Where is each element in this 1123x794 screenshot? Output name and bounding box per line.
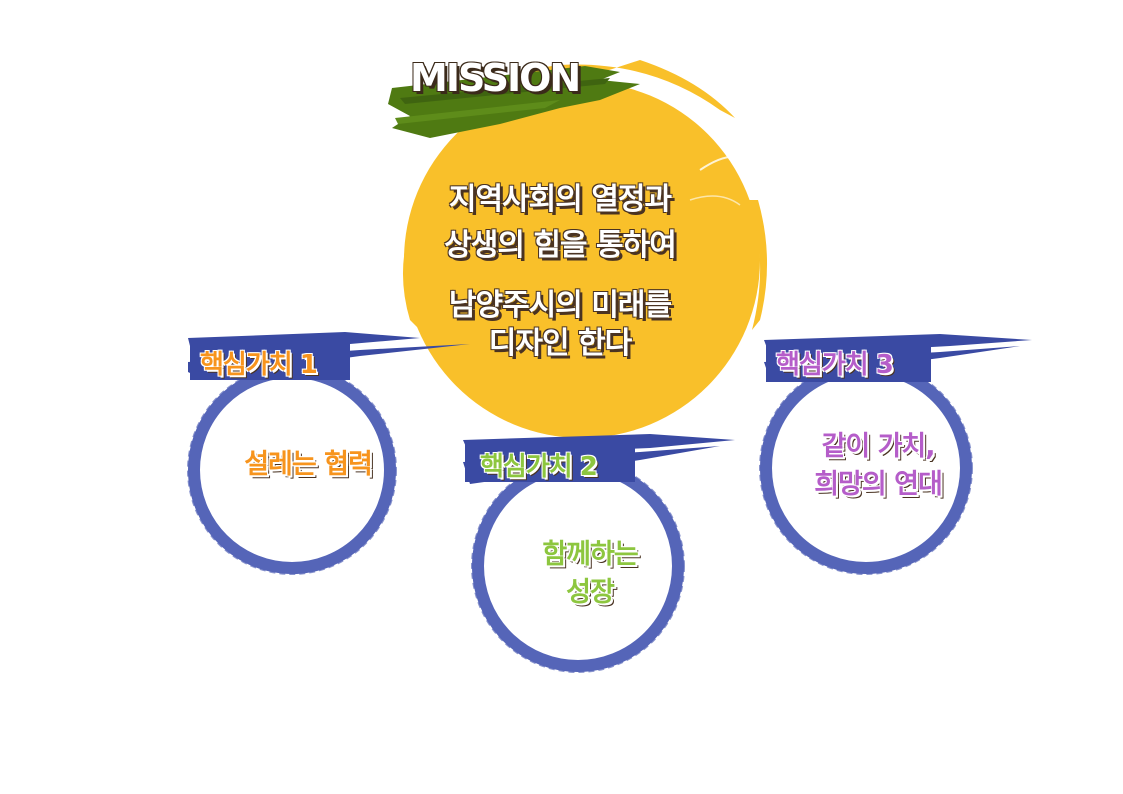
core-value-title-1: 핵심가치 1 [200,350,318,380]
core-value-ring-3 [759,334,1032,575]
mission-title: MISSION [410,56,581,100]
mission-line-1: 지역사회의 열정과 [448,182,672,217]
core-value-text-3: 같이 가치, 희망의 연대 [814,431,943,500]
core-value-title-3: 핵심가치 3 [776,350,894,380]
core-value-ring-1 [187,332,470,575]
mission-banner [388,66,640,138]
core-value-text-1: 설레는 협력 [244,449,373,480]
mission-line-2: 상생의 힘을 통하여 [444,228,677,263]
core-value-title-2: 핵심가치 2 [480,452,598,482]
mission-circle [402,60,768,438]
core-value-ring-2 [463,434,735,673]
core-value-text-2: 함께하는 성장 [542,539,638,608]
mission-line-3: 남양주시의 미래를 [448,288,672,323]
mission-line-4: 디자인 한다 [488,326,632,361]
